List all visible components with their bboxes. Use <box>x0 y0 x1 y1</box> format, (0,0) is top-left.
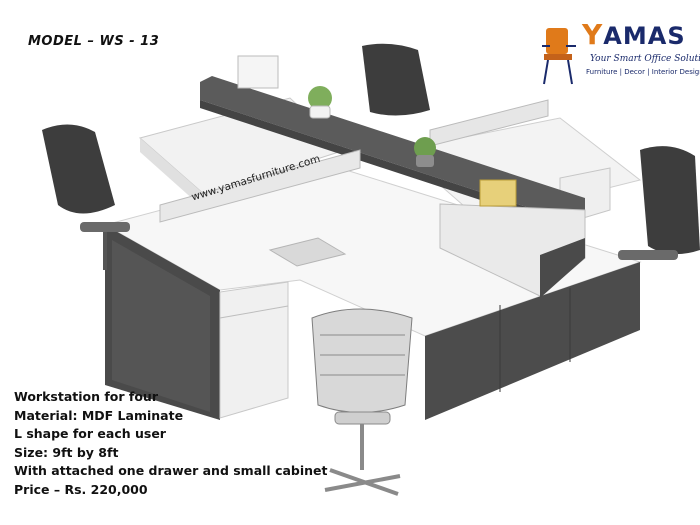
brand-tagline: Your Smart Office Solution <box>590 54 700 64</box>
chair-logo-icon <box>542 28 576 85</box>
model-title: MODEL – WS - 13 <box>28 34 160 49</box>
spec-line: Size: 9ft by 8ft <box>14 444 119 460</box>
spec-line: With attached one drawer and small cabin… <box>14 463 328 479</box>
product-specs: Workstation for four Material: MDF Lamin… <box>14 388 328 500</box>
brand-logo: YAMAS Your Smart Office Solution Furnitu… <box>538 16 700 86</box>
spec-line: Price – Rs. 220,000 <box>14 481 148 497</box>
spec-line: Workstation for four <box>14 389 158 404</box>
brand-name: YAMAS <box>582 18 686 51</box>
spec-line: Material: MDF Laminate <box>14 407 184 423</box>
spec-line: L shape for each user <box>14 426 166 442</box>
brand-subline: Furniture | Decor | Interior Design <box>586 68 700 76</box>
